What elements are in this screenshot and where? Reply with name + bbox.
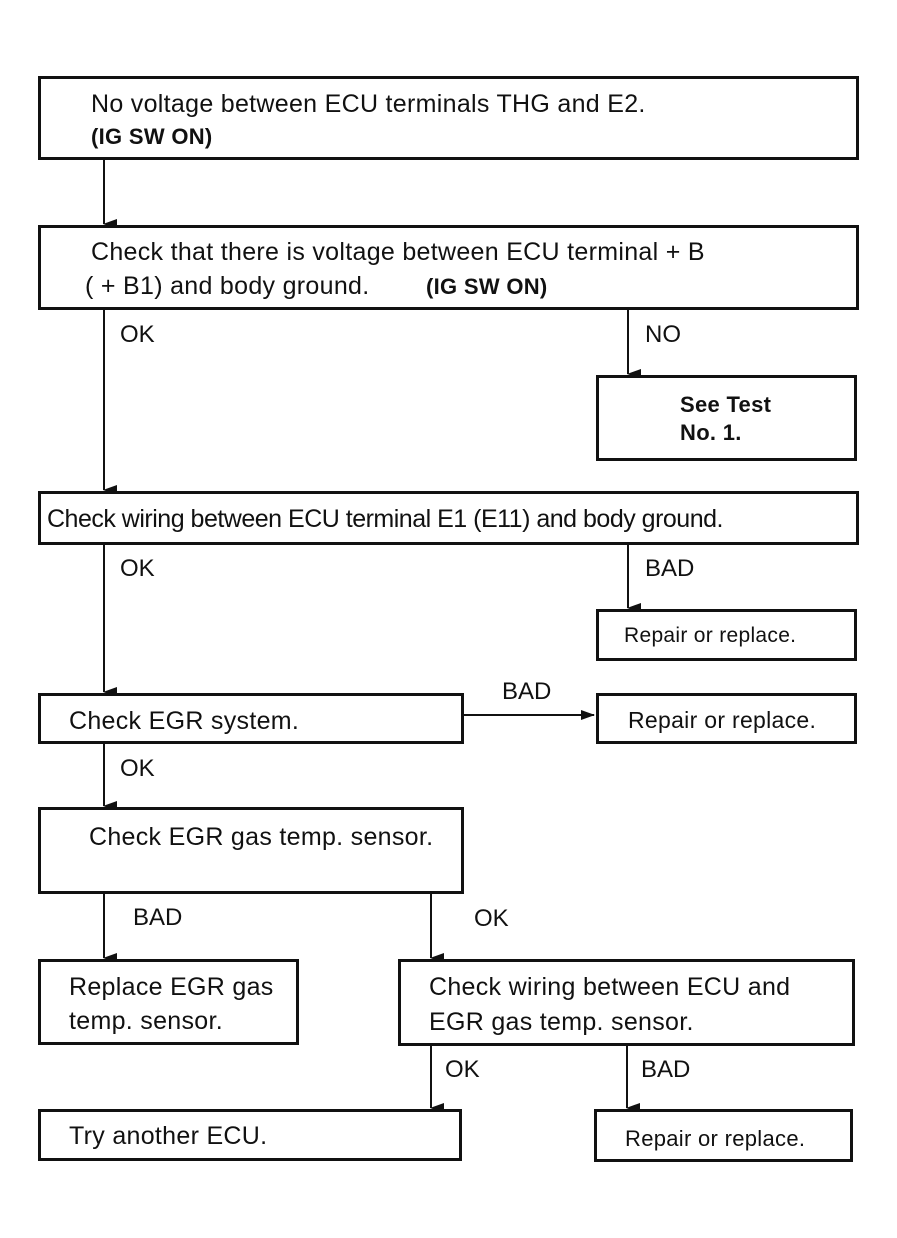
step-repair-1-text: Repair or replace.: [624, 624, 797, 647]
label-check-b-no: NO: [645, 321, 681, 348]
step-no-voltage-box: No voltage between ECU terminals THG and…: [38, 76, 859, 160]
step-replace-sensor-box: Replace EGR gas temp. sensor.: [38, 959, 299, 1045]
label-e1-bad: BAD: [645, 555, 695, 582]
step-check-e1-text: Check wiring between ECU terminal E1 (E1…: [47, 505, 723, 533]
step-see-test-line1: See Test: [680, 392, 772, 417]
step-repair-2-box: Repair or replace.: [596, 693, 857, 744]
step-check-wiring-line2: EGR gas temp. sensor.: [429, 1008, 694, 1036]
label-wiring-ok: OK: [445, 1056, 480, 1083]
step-see-test-box: See Test No. 1.: [596, 375, 857, 461]
step-repair-3-box: Repair or replace.: [594, 1109, 853, 1162]
step-check-b-line2a: ( + B1) and body ground.: [85, 272, 370, 300]
label-sensor-ok: OK: [474, 905, 509, 932]
step-check-egr-box: Check EGR system.: [38, 693, 464, 744]
step-repair-3-text: Repair or replace.: [625, 1126, 806, 1151]
step-check-b-voltage-box: Check that there is voltage between ECU …: [38, 225, 859, 310]
step-repair-2-text: Repair or replace.: [628, 707, 817, 733]
step-try-ecu-box: Try another ECU.: [38, 1109, 462, 1161]
step-replace-sensor-line2: temp. sensor.: [69, 1007, 223, 1035]
step-see-test-line2: No. 1.: [680, 420, 742, 445]
step-repair-1-box: Repair or replace.: [596, 609, 857, 661]
label-egr-bad: BAD: [502, 678, 552, 705]
step-check-wiring-line1: Check wiring between ECU and: [429, 973, 791, 1001]
step-check-b-line2b: (IG SW ON): [426, 274, 548, 299]
label-e1-ok: OK: [120, 555, 155, 582]
label-wiring-bad: BAD: [641, 1056, 691, 1083]
step-no-voltage-line1: No voltage between ECU terminals THG and…: [91, 90, 646, 118]
label-sensor-bad: BAD: [133, 904, 183, 931]
step-check-sensor-text: Check EGR gas temp. sensor.: [89, 823, 434, 851]
step-check-sensor-box: Check EGR gas temp. sensor.: [38, 807, 464, 894]
step-no-voltage-line2: (IG SW ON): [91, 124, 213, 149]
step-check-e1-box: Check wiring between ECU terminal E1 (E1…: [38, 491, 859, 545]
step-replace-sensor-line1: Replace EGR gas: [69, 973, 274, 1001]
label-check-b-ok: OK: [120, 321, 155, 348]
step-check-wiring-box: Check wiring between ECU and EGR gas tem…: [398, 959, 855, 1046]
step-check-b-line1: Check that there is voltage between ECU …: [91, 238, 705, 266]
label-egr-ok: OK: [120, 755, 155, 782]
step-try-ecu-text: Try another ECU.: [69, 1122, 268, 1150]
step-check-egr-text: Check EGR system.: [69, 707, 300, 735]
